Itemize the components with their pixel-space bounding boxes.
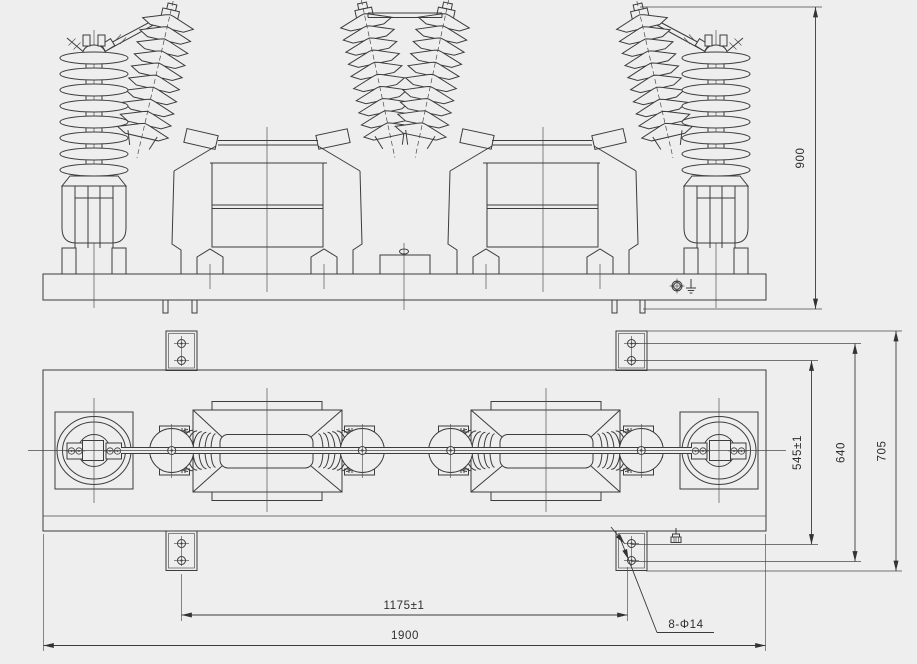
datum-mark	[669, 278, 685, 294]
primary-link-bar	[367, 12, 443, 18]
dim-1900-label: 1900	[391, 630, 419, 642]
base-channel	[42, 243, 767, 314]
dim-base-length-1900: 1900	[43, 534, 766, 651]
dim-hole-rows-545: 545±1	[632, 360, 818, 545]
dim-640-label: 640	[836, 442, 848, 463]
callout-8-phi14-label: 8-Φ14	[668, 619, 703, 631]
dim-height-900: 900	[640, 6, 822, 310]
callout-mounting-holes: 8-Φ14	[610, 526, 714, 633]
dim-bolt-span-640: 640	[632, 343, 861, 562]
plan-view: 545±1 640 705 1175±1 1900	[28, 331, 902, 651]
dim-900-label: 900	[795, 148, 807, 169]
earth-symbol	[686, 279, 696, 294]
plan-earth-terminal	[670, 528, 682, 543]
dim-hole-pitch-1175: 1175±1	[181, 567, 628, 621]
dim-bracket-depth-705: 705	[646, 330, 902, 572]
dim-545-label: 545±1	[792, 435, 804, 470]
front-view: 900	[42, 0, 822, 314]
dim-1175-label: 1175±1	[383, 600, 424, 612]
dim-705-label: 705	[877, 441, 889, 462]
